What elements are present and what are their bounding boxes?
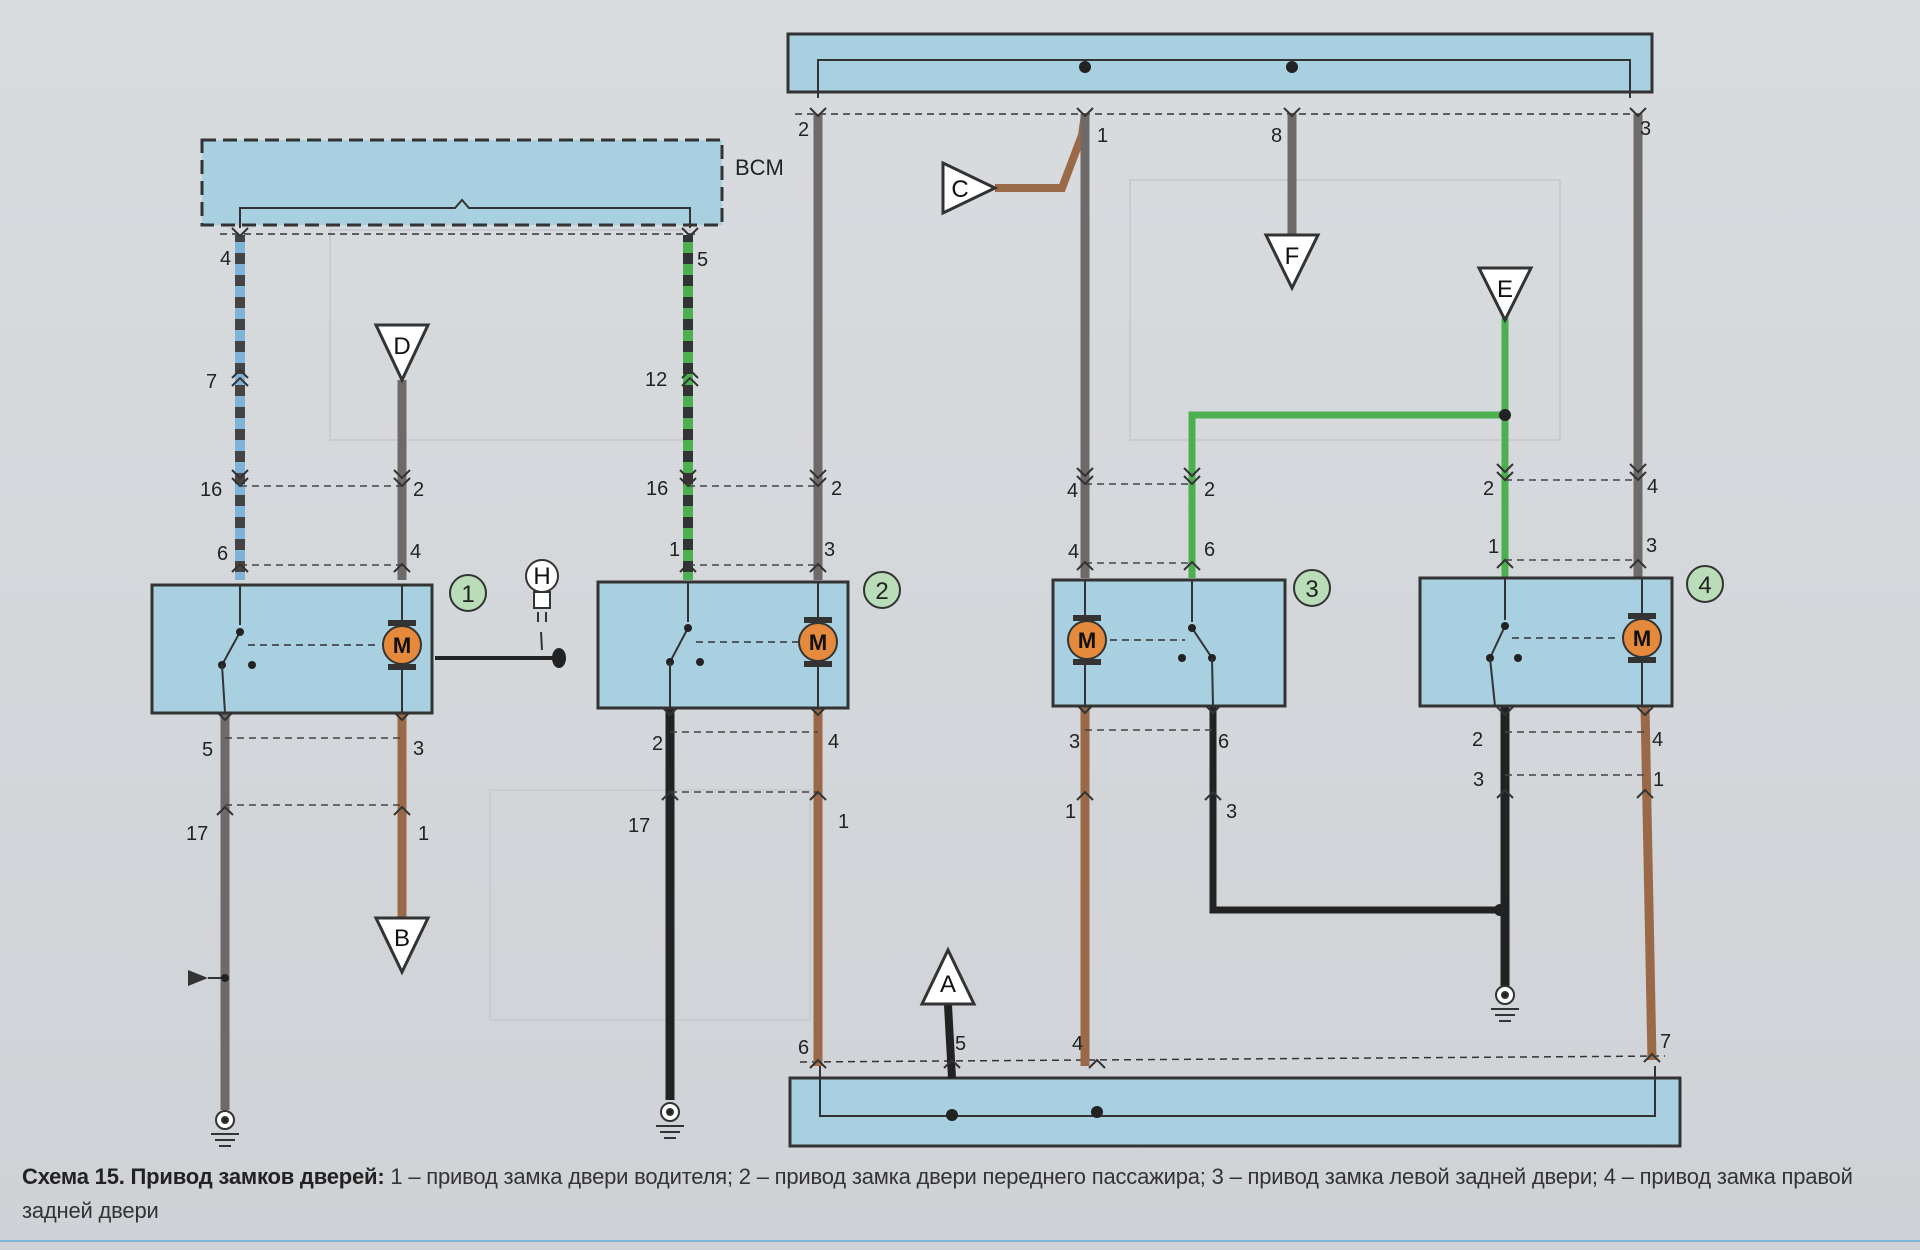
pin-number: 17	[628, 815, 650, 837]
connector-f: F	[1263, 233, 1321, 292]
pin-number: 5	[955, 1033, 966, 1055]
pin-number: 4	[1068, 541, 1079, 563]
component-1: M 1	[150, 574, 487, 715]
component-number: 3	[1305, 576, 1318, 603]
pin-number: 1	[669, 539, 680, 561]
connector-dash-lines	[225, 479, 1645, 806]
splice-dots	[1494, 409, 1511, 916]
pin-number: 6	[1204, 539, 1215, 561]
pin-number: 3	[1473, 769, 1484, 791]
connector-label: F	[1285, 243, 1300, 270]
connector-label: D	[393, 333, 410, 360]
caption-text: 1 – привод замка двери водителя; 2 – при…	[22, 1164, 1853, 1223]
connector-b: B	[373, 916, 431, 976]
pin-number: 5	[202, 739, 213, 761]
motor-label: M	[393, 633, 411, 658]
component-3: M 3	[1051, 569, 1331, 708]
bcm-label: BCM	[735, 155, 784, 180]
bcm-module	[200, 138, 724, 235]
component-number-badge	[1686, 565, 1724, 603]
component-number-badge	[863, 571, 901, 609]
pin-number: 8	[1271, 125, 1282, 147]
pin-number: 1	[838, 811, 849, 833]
motor-label: M	[809, 630, 827, 655]
pin-number: 5	[697, 249, 708, 271]
component-4: M 4	[1418, 565, 1724, 708]
component-number-badge	[1293, 569, 1331, 607]
component-number-badge	[449, 574, 487, 612]
caption-title: Схема 15. Привод замков дверей:	[22, 1164, 385, 1189]
pin-number: 1	[1065, 801, 1076, 823]
pin-number: 3	[824, 539, 835, 561]
connector-e: E	[1476, 266, 1534, 324]
pin-number: 6	[798, 1037, 809, 1059]
connector-label: C	[951, 176, 968, 203]
connector-label: B	[394, 925, 410, 952]
pin-number: 7	[1660, 1031, 1671, 1053]
pin-number: 6	[1218, 731, 1229, 753]
pin-number: 1	[418, 823, 429, 845]
page-divider	[0, 1240, 1920, 1242]
connector-label: A	[940, 971, 956, 998]
pin-number: 3	[1640, 118, 1651, 140]
figure-caption: Схема 15. Привод замков дверей: 1 – прив…	[22, 1160, 1902, 1228]
pin-number: 4	[828, 731, 839, 753]
pin-number: 2	[831, 478, 842, 500]
background-texture	[329, 179, 1561, 1021]
pin-number: 1	[1097, 125, 1108, 147]
ground-icon	[656, 1102, 684, 1139]
wires	[220, 113, 1657, 1110]
pin-number: 4	[1067, 480, 1078, 502]
motor-label: M	[1633, 626, 1651, 651]
ground-icon	[211, 1110, 239, 1147]
pin-number: 7	[206, 371, 217, 393]
pin-number: 16	[200, 479, 222, 501]
ground-icon	[1491, 985, 1519, 1022]
pin-number: 4	[220, 248, 231, 270]
pin-number: 16	[646, 478, 668, 500]
pin-number: 1	[1653, 769, 1664, 791]
pin-number: 2	[1204, 479, 1215, 501]
top-bus-bar	[786, 32, 1654, 115]
connector-d: D	[373, 323, 431, 384]
pin-number: 3	[413, 738, 424, 760]
arrow-marker-icon	[188, 970, 208, 986]
pin-number: 1	[1488, 536, 1499, 558]
connector-a: A	[919, 946, 977, 1006]
pin-number: 4	[1072, 1033, 1083, 1055]
ground-icons	[211, 985, 1519, 1147]
motor-label: M	[1078, 628, 1096, 653]
pin-number: 2	[652, 733, 663, 755]
connector-c: C	[941, 160, 999, 216]
component-number: 1	[461, 581, 474, 608]
pin-number: 2	[798, 119, 809, 141]
pin-number: 4	[1652, 729, 1663, 751]
bottom-bus-bar	[788, 1055, 1682, 1148]
pin-numbers: 4 5 7 16 6 2 4 5 17 3 1 12 16 1 2 3 2 17…	[186, 118, 1671, 1059]
connector-chevrons	[216, 107, 1661, 1069]
lamp-h-icon: H	[525, 559, 566, 668]
component-2: M 2	[596, 571, 901, 710]
pin-number: 12	[645, 369, 667, 391]
pin-number: 4	[1647, 476, 1658, 498]
pin-number: 3	[1646, 535, 1657, 557]
pin-number: 17	[186, 823, 208, 845]
connector-label: E	[1497, 276, 1513, 303]
pin-number: 3	[1226, 801, 1237, 823]
component-number: 2	[875, 578, 888, 605]
pin-number: 2	[1472, 729, 1483, 751]
pin-number: 4	[410, 541, 421, 563]
pin-number: 2	[413, 479, 424, 501]
pin-number: 6	[217, 543, 228, 565]
pin-number: 3	[1069, 731, 1080, 753]
component-number: 4	[1698, 572, 1711, 599]
pin-number: 2	[1483, 478, 1494, 500]
connector-label: H	[533, 563, 550, 590]
